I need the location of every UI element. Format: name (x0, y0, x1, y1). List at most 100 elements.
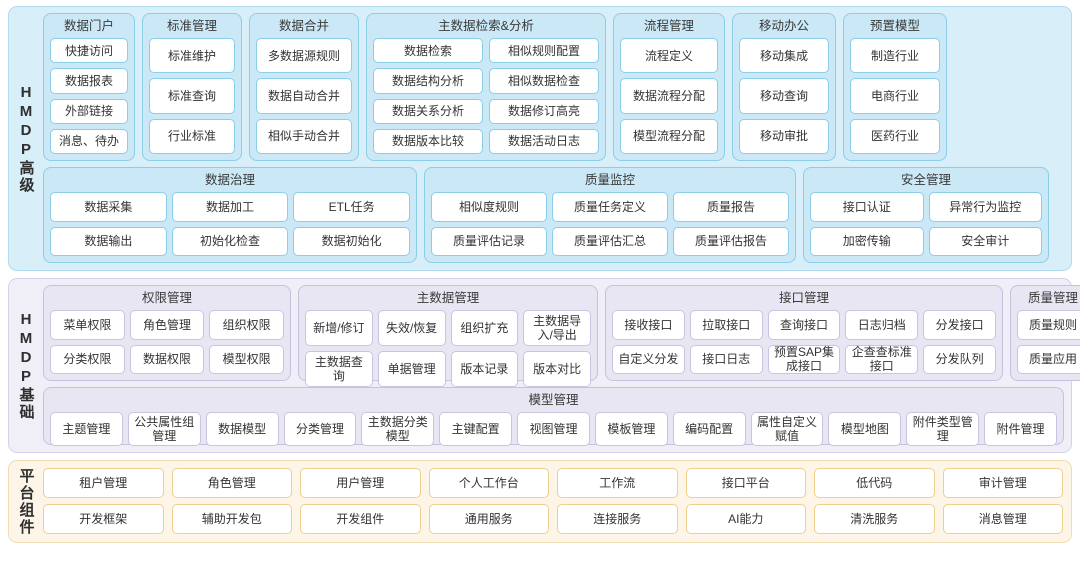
item-quick-access[interactable]: 快捷访问 (50, 38, 128, 64)
item-api-authentication[interactable]: 接口认证 (810, 192, 924, 222)
item-pull-interface[interactable]: 拉取接口 (689, 310, 763, 340)
item-external-link[interactable]: 外部链接 (50, 98, 128, 124)
item-mdm-query[interactable]: 主数据查询 (305, 351, 373, 387)
item-document-management[interactable]: 单据管理 (377, 351, 446, 387)
item-quality-task-definition[interactable]: 质量任务定义 (551, 192, 668, 222)
group-standard-management: 标准管理 标准维护 标准查询 行业标准 (142, 13, 242, 161)
item-qichacha-standard-interface[interactable]: 企查查标准接口 (845, 344, 919, 374)
item-category-permission[interactable]: 分类权限 (50, 344, 125, 374)
item-message-todo[interactable]: 消息、待办 (50, 128, 128, 154)
item-manufacturing-industry[interactable]: 制造行业 (850, 38, 940, 74)
item-mdm-import-export[interactable]: 主数据导入/导出 (523, 310, 591, 346)
item-distribute-interface[interactable]: 分发接口 (923, 310, 996, 340)
item-quality-assessment-report[interactable]: 质量评估报告 (672, 226, 789, 256)
item-dev-framework[interactable]: 开发框架 (43, 504, 164, 534)
item-receive-interface[interactable]: 接收接口 (612, 310, 685, 340)
item-similar-rule-config[interactable]: 相似规则配置 (489, 38, 599, 64)
item-interface-platform[interactable]: 接口平台 (685, 468, 806, 498)
item-industry-standard[interactable]: 行业标准 (149, 118, 235, 154)
item-model-map[interactable]: 模型地图 (828, 412, 902, 446)
item-revision-highlight[interactable]: 数据修订高亮 (489, 98, 599, 124)
item-data-output[interactable]: 数据输出 (50, 226, 167, 256)
item-similarity-rule[interactable]: 相似度规则 (431, 192, 547, 222)
item-mobile-query[interactable]: 移动查询 (739, 78, 829, 114)
item-audit-management[interactable]: 审计管理 (942, 468, 1063, 498)
item-org-permission[interactable]: 组织权限 (209, 310, 284, 340)
item-auto-merge[interactable]: 数据自动合并 (256, 78, 352, 114)
item-data-search[interactable]: 数据检索 (373, 38, 483, 64)
item-quality-assessment-summary[interactable]: 质量评估汇总 (551, 226, 668, 256)
item-init-check[interactable]: 初始化检查 (171, 226, 289, 256)
item-attribute-custom-assignment[interactable]: 属性自定义赋值 (750, 412, 824, 446)
item-model-process-assign[interactable]: 模型流程分配 (620, 118, 718, 154)
item-manual-merge[interactable]: 相似手动合并 (256, 118, 352, 154)
item-dev-component[interactable]: 开发组件 (300, 504, 421, 534)
item-security-audit[interactable]: 安全审计 (928, 226, 1042, 256)
item-tenant-management[interactable]: 租户管理 (43, 468, 164, 498)
item-attachment-management[interactable]: 附件管理 (984, 412, 1057, 446)
item-data-process-assign[interactable]: 数据流程分配 (620, 78, 718, 114)
item-activity-log[interactable]: 数据活动日志 (489, 128, 599, 154)
item-quality-application[interactable]: 质量应用 (1017, 344, 1080, 374)
item-data-report[interactable]: 数据报表 (50, 68, 128, 94)
item-primary-key-config[interactable]: 主键配置 (439, 412, 513, 446)
item-data-model[interactable]: 数据模型 (205, 412, 279, 446)
item-version-comparison[interactable]: 版本对比 (523, 351, 591, 387)
item-low-code[interactable]: 低代码 (814, 468, 935, 498)
item-similar-data-check[interactable]: 相似数据检查 (489, 68, 599, 94)
item-standard-query[interactable]: 标准查询 (149, 78, 235, 114)
item-encrypted-transmission[interactable]: 加密传输 (810, 226, 924, 256)
item-encoding-config[interactable]: 编码配置 (672, 412, 746, 446)
item-add-revise[interactable]: 新增/修订 (305, 310, 373, 346)
item-classification-management[interactable]: 分类管理 (283, 412, 357, 446)
item-topic-management[interactable]: 主题管理 (50, 412, 123, 446)
item-interface-log[interactable]: 接口日志 (689, 344, 763, 374)
item-etl-task[interactable]: ETL任务 (293, 192, 410, 222)
item-invalidate-restore[interactable]: 失效/恢复 (377, 310, 446, 346)
item-role-management[interactable]: 角色管理 (129, 310, 205, 340)
item-attachment-type-management[interactable]: 附件类型管理 (906, 412, 980, 446)
item-version-record[interactable]: 版本记录 (450, 351, 519, 387)
item-quality-assessment-record[interactable]: 质量评估记录 (431, 226, 547, 256)
item-dev-toolkit[interactable]: 辅助开发包 (171, 504, 292, 534)
item-ai-capability[interactable]: AI能力 (685, 504, 806, 534)
item-query-interface[interactable]: 查询接口 (767, 310, 841, 340)
item-cleansing-service[interactable]: 清洗服务 (814, 504, 935, 534)
item-relation-analysis[interactable]: 数据关系分析 (373, 98, 483, 124)
item-connection-service[interactable]: 连接服务 (557, 504, 678, 534)
item-common-service[interactable]: 通用服务 (428, 504, 549, 534)
item-template-management[interactable]: 模板管理 (594, 412, 668, 446)
item-model-permission[interactable]: 模型权限 (209, 344, 284, 374)
item-quality-report[interactable]: 质量报告 (672, 192, 789, 222)
item-version-compare[interactable]: 数据版本比较 (373, 128, 483, 154)
item-workflow[interactable]: 工作流 (557, 468, 678, 498)
item-multi-source-rule[interactable]: 多数据源规则 (256, 38, 352, 74)
item-standard-maintain[interactable]: 标准维护 (149, 38, 235, 74)
item-data-collection[interactable]: 数据采集 (50, 192, 167, 222)
item-menu-permission[interactable]: 菜单权限 (50, 310, 125, 340)
band-hmdp-base: HMDP基础 权限管理 菜单权限 角色管理 组织权限 分类权限 数据权限 模型权… (8, 278, 1080, 453)
item-data-processing[interactable]: 数据加工 (171, 192, 289, 222)
item-personal-workbench[interactable]: 个人工作台 (428, 468, 549, 498)
item-distribution-queue[interactable]: 分发队列 (923, 344, 996, 374)
item-message-management[interactable]: 消息管理 (942, 504, 1063, 534)
item-mobile-approval[interactable]: 移动审批 (739, 118, 829, 154)
item-mdm-classification-model[interactable]: 主数据分类模型 (361, 412, 435, 446)
item-anomaly-monitoring[interactable]: 异常行为监控 (928, 192, 1042, 222)
item-view-management[interactable]: 视图管理 (517, 412, 590, 446)
item-data-initialization[interactable]: 数据初始化 (293, 226, 410, 256)
item-process-definition[interactable]: 流程定义 (620, 38, 718, 74)
item-org-extension[interactable]: 组织扩充 (450, 310, 519, 346)
item-pharma-industry[interactable]: 医药行业 (850, 118, 940, 154)
item-user-management[interactable]: 用户管理 (300, 468, 421, 498)
item-mobile-integration[interactable]: 移动集成 (739, 38, 829, 74)
item-role-management[interactable]: 角色管理 (171, 468, 292, 498)
item-ecommerce-industry[interactable]: 电商行业 (850, 78, 940, 114)
item-common-attribute-group[interactable]: 公共属性组管理 (127, 412, 201, 446)
item-log-archive[interactable]: 日志归档 (845, 310, 919, 340)
item-preset-sap-interface[interactable]: 预置SAP集成接口 (767, 344, 841, 374)
item-quality-rule[interactable]: 质量规则 (1017, 310, 1080, 340)
item-structure-analysis[interactable]: 数据结构分析 (373, 68, 483, 94)
item-custom-distribution[interactable]: 自定义分发 (612, 344, 685, 374)
item-data-permission[interactable]: 数据权限 (129, 344, 205, 374)
